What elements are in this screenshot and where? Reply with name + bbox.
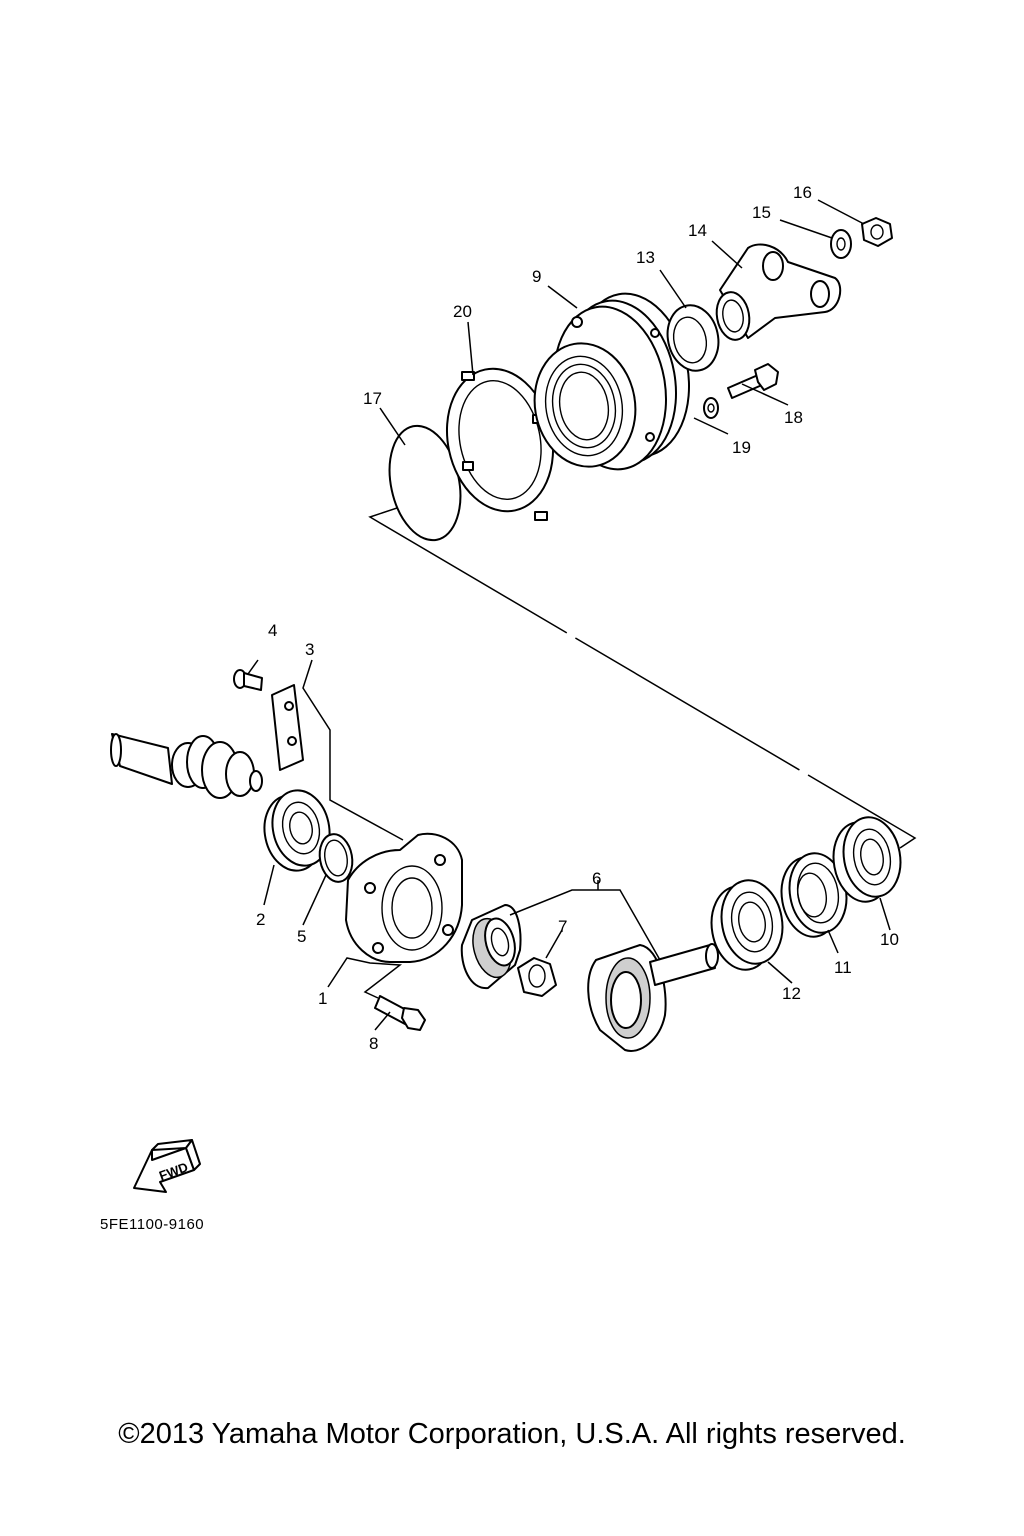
part-8-bolt [374, 995, 426, 1031]
part-15-washer [830, 229, 852, 259]
part-11-lock-ring [780, 852, 848, 938]
part-16-nut [861, 217, 893, 247]
part-13-oil-seal [666, 304, 720, 372]
part-7-nut [517, 957, 557, 997]
part-2-bearing [263, 789, 331, 872]
callout-13: 13 [636, 248, 655, 267]
callout-11: 11 [834, 958, 852, 977]
callout-6: 6 [592, 869, 601, 888]
drive-shaft-pinion [110, 733, 263, 799]
part-5-o-ring [318, 833, 354, 883]
callout-1: 1 [318, 989, 327, 1008]
callout-16: 16 [793, 183, 812, 202]
callout-12: 12 [782, 984, 801, 1003]
callout-17: 17 [363, 389, 382, 408]
part-10-bearing [832, 816, 902, 903]
callout-15: 15 [752, 203, 771, 222]
callout-3: 3 [305, 640, 314, 659]
part-4-screw [233, 669, 263, 691]
leader-lines [247, 199, 891, 1031]
fwd-arrow-icon: FWD [133, 1139, 201, 1193]
part-19-washer [703, 397, 719, 419]
callout-7: 7 [558, 917, 567, 936]
part-9-housing [533, 292, 691, 471]
callout-5: 5 [297, 927, 306, 946]
callout-4: 4 [268, 621, 277, 640]
callout-20: 20 [453, 302, 472, 321]
part-1-retainer [345, 832, 463, 963]
callout-9: 9 [532, 267, 541, 286]
callout-10: 10 [880, 930, 899, 949]
callout-14: 14 [688, 221, 707, 240]
callout-19: 19 [732, 438, 751, 457]
part-14-yoke [715, 243, 842, 341]
part-18-bolt [727, 363, 779, 399]
callout-8: 8 [369, 1034, 378, 1053]
callout-18: 18 [784, 408, 803, 427]
part-3-plate [271, 684, 304, 771]
diagram-code: 5FE1100-9160 [100, 1216, 205, 1233]
part-12-bearing [710, 879, 784, 971]
copyright-notice: ©2013 Yamaha Motor Corporation, U.S.A. A… [118, 1418, 906, 1450]
part-6-gear-set [460, 904, 719, 1052]
assembly-dash-line [368, 506, 917, 849]
callout-2: 2 [256, 910, 265, 929]
